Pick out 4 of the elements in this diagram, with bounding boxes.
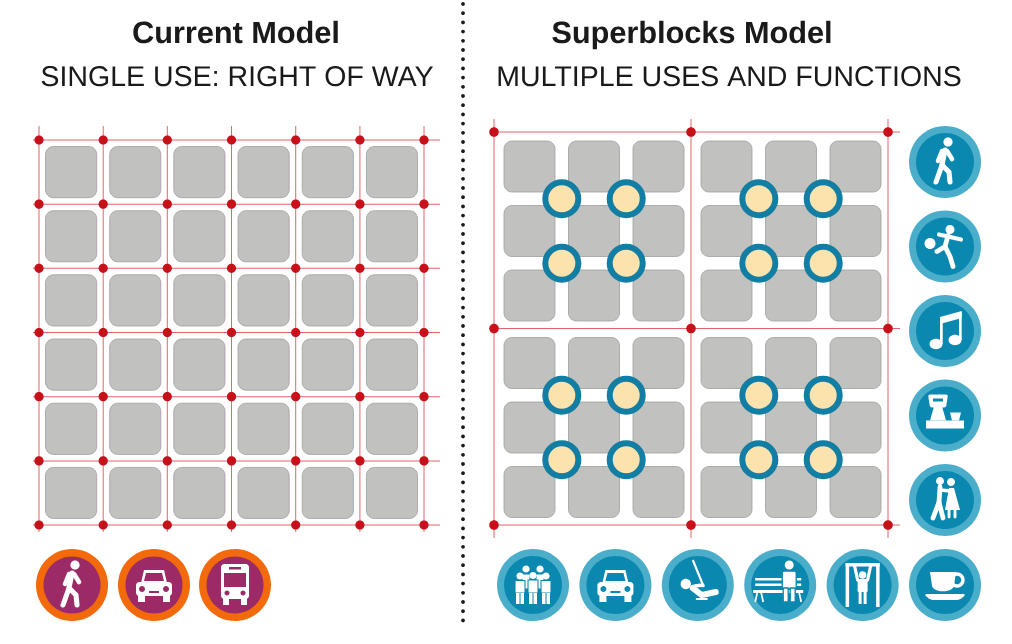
heading: Current Model [133, 20, 338, 44]
subheading: SINGLE USE: RIGHT OF WAY [41, 66, 433, 87]
subheading: MULTIPLE USES AND FUNCTIONS [498, 66, 961, 87]
heading: Superblocks Model [552, 20, 831, 50]
